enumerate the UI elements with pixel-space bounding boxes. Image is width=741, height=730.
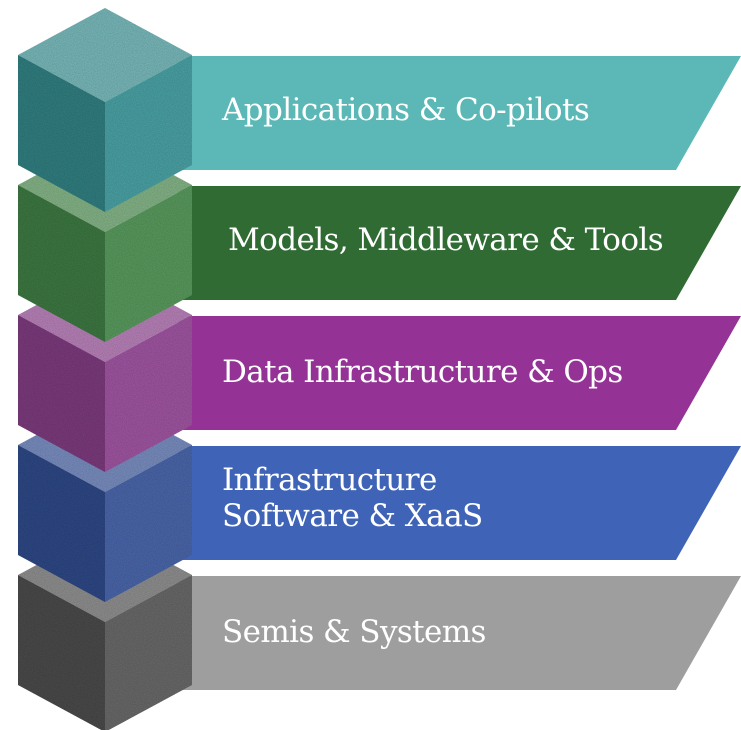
cube-left-face [18, 315, 105, 472]
cube-left-face [18, 445, 105, 602]
cube-right-face [105, 55, 192, 212]
layer-label-line: Software & XaaS [222, 498, 483, 534]
layer-banner [178, 316, 741, 430]
cube-left-face [18, 185, 105, 342]
cube-right-face [105, 445, 192, 602]
layer-label-infrastructure-software: Infrastructure Software & XaaS [222, 462, 483, 534]
layer-banner [178, 186, 741, 300]
cube-left-face [18, 575, 105, 730]
cube-right-face [105, 315, 192, 472]
layer-banner [178, 446, 741, 560]
layer-banner [178, 56, 741, 170]
cube-left-face [18, 55, 105, 212]
layer-label-semis: Semis & Systems [222, 614, 486, 650]
layer-label-data-infrastructure: Data Infrastructure & Ops [222, 354, 623, 390]
layer-label-line: Infrastructure [222, 462, 437, 498]
cube-right-face [105, 185, 192, 342]
layer-label-applications: Applications & Co-pilots [222, 92, 590, 128]
layer-banner [178, 576, 741, 690]
layer-label-models: Models, Middleware & Tools [228, 222, 664, 258]
cube-right-face [105, 575, 192, 730]
